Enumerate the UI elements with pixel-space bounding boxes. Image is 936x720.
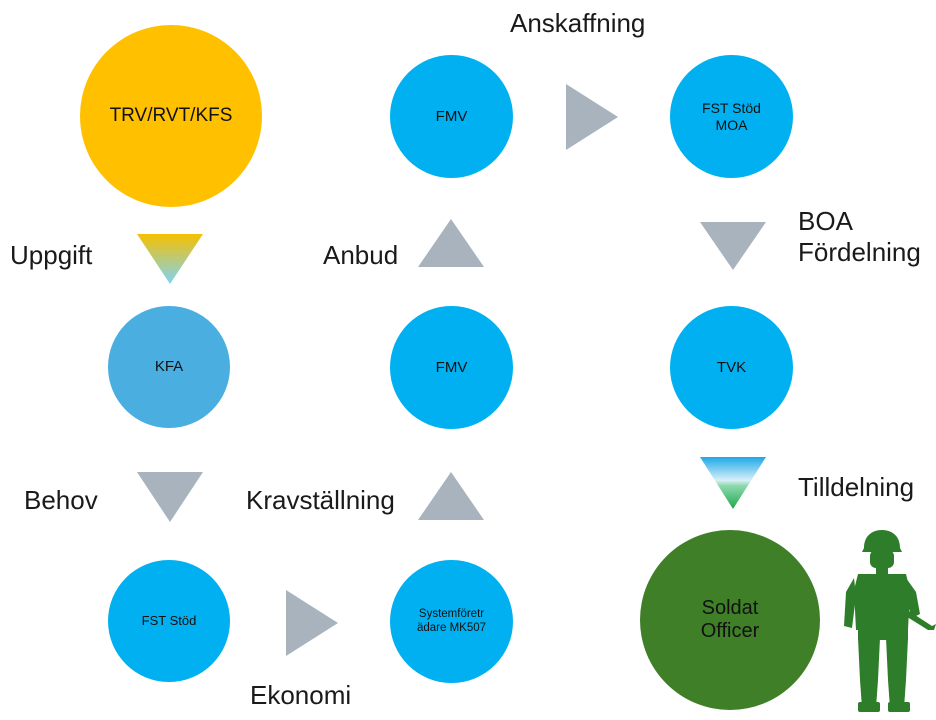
node-kfa-label: KFA bbox=[154, 358, 184, 376]
arrow-down-uppgift bbox=[137, 234, 203, 284]
node-tvk-label: TVK bbox=[716, 358, 747, 376]
node-fst-stod-moa-line2: MOA bbox=[715, 116, 748, 133]
node-trv-rvt-kfs: TRV/RVT/KFS bbox=[80, 25, 262, 207]
node-fst-stod-moa: FST Stöd MOA bbox=[670, 55, 793, 178]
label-ekonomi: Ekonomi bbox=[250, 680, 352, 710]
node-fmv-mid-label: FMV bbox=[435, 358, 468, 376]
node-soldat-officer: Soldat Officer bbox=[640, 530, 820, 710]
label-boa: BOA Fördelning bbox=[798, 206, 921, 268]
arrow-down-behov bbox=[137, 472, 203, 522]
label-kravstallning: Kravställning bbox=[246, 485, 395, 515]
label-behov: Behov bbox=[24, 485, 98, 515]
node-systemforetradare: Systemföretr ädare MK507 bbox=[390, 560, 513, 683]
soldier-silhouette-icon bbox=[840, 530, 936, 720]
node-trv-rvt-kfs-label: TRV/RVT/KFS bbox=[109, 105, 233, 127]
node-systemforetradare-line2: ädare MK507 bbox=[416, 621, 487, 634]
node-kfa: KFA bbox=[108, 306, 230, 428]
arrow-right-top bbox=[566, 84, 618, 150]
label-anbud: Anbud bbox=[323, 240, 399, 270]
node-fmv-top: FMV bbox=[390, 55, 513, 178]
arrow-down-tilldelning bbox=[700, 457, 766, 509]
arrow-right-ekonomi bbox=[286, 590, 338, 656]
label-boa-line2: Fördelning bbox=[798, 237, 921, 268]
node-systemforetradare-line1: Systemföretr bbox=[418, 608, 485, 621]
arrow-up-anbud bbox=[418, 219, 484, 267]
node-fmv-top-label: FMV bbox=[435, 107, 468, 125]
node-soldat-officer-line2: Officer bbox=[700, 620, 760, 642]
arrow-up-kravstallning bbox=[418, 472, 484, 520]
label-boa-line1: BOA bbox=[798, 206, 853, 236]
node-tvk: TVK bbox=[670, 306, 793, 429]
label-anskaffning: Anskaffning bbox=[510, 8, 646, 38]
node-soldat-officer-line1: Soldat bbox=[701, 597, 759, 619]
node-fst-stod: FST Stöd bbox=[108, 560, 230, 682]
node-fmv-mid: FMV bbox=[390, 306, 513, 429]
label-uppgift: Uppgift bbox=[10, 240, 93, 270]
node-fst-stod-label: FST Stöd bbox=[141, 612, 197, 628]
label-tilldelning: Tilldelning bbox=[798, 472, 915, 502]
node-fst-stod-moa-line1: FST Stöd bbox=[702, 100, 761, 117]
arrow-down-boa bbox=[700, 222, 766, 270]
